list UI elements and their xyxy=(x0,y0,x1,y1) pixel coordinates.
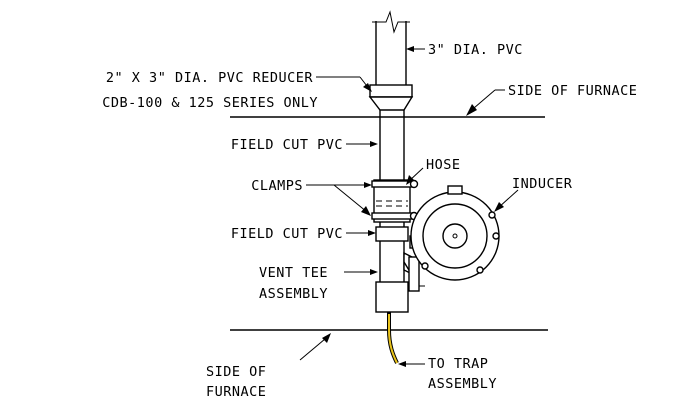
inducer-outlet xyxy=(408,256,420,292)
label-trap-line2: ASSEMBLY xyxy=(428,376,497,392)
vent-tee-bottom-fitting xyxy=(375,281,409,313)
label-side-bottom-line1: SIDE OF xyxy=(206,364,266,380)
leader-side-top xyxy=(466,89,505,116)
label-field-cut-upper: FIELD CUT PVC xyxy=(231,137,343,153)
inducer-hub xyxy=(442,223,468,249)
inducer-center-dot xyxy=(452,233,458,239)
label-vent-tee-line2: ASSEMBLY xyxy=(259,286,328,302)
label-reducer-line1: 2" X 3" DIA. PVC REDUCER xyxy=(106,70,313,86)
label-hose: HOSE xyxy=(426,157,461,173)
leader-3in-pvc xyxy=(406,46,425,52)
drain-hose xyxy=(387,312,399,364)
label-inducer: INDUCER xyxy=(512,176,573,192)
leader-side-bottom xyxy=(299,333,331,361)
label-side-top: SIDE OF FURNACE xyxy=(508,83,637,99)
leader-clamps xyxy=(306,182,372,216)
label-side-bottom-line2: FURNACE xyxy=(206,384,266,400)
inducer-inner-ring xyxy=(422,203,488,269)
label-reducer-line2: CDB-100 & 125 SERIES ONLY xyxy=(102,95,318,111)
pvc-reducer xyxy=(368,84,414,111)
label-vent-tee-line1: VENT TEE xyxy=(259,265,328,281)
leader-field-cut-lower xyxy=(346,230,376,236)
leader-reducer xyxy=(316,76,372,92)
clamp-upper xyxy=(371,179,419,189)
leader-inducer xyxy=(494,189,519,212)
label-trap-line1: TO TRAP xyxy=(428,356,488,372)
lower-coupling xyxy=(375,226,409,242)
leader-trap xyxy=(398,361,425,367)
leader-vent-tee xyxy=(344,269,378,275)
inducer-assembly xyxy=(408,185,500,292)
pipe-break-symbol xyxy=(372,10,410,34)
label-3in-pvc: 3" DIA. PVC xyxy=(428,42,523,58)
clamp-lower xyxy=(371,211,419,221)
pvc-pipe-3in xyxy=(372,10,410,85)
label-clamps: CLAMPS xyxy=(251,178,303,194)
leader-field-cut-upper xyxy=(346,141,378,147)
leader-hose xyxy=(406,167,424,185)
label-field-cut-lower: FIELD CUT PVC xyxy=(231,226,343,242)
